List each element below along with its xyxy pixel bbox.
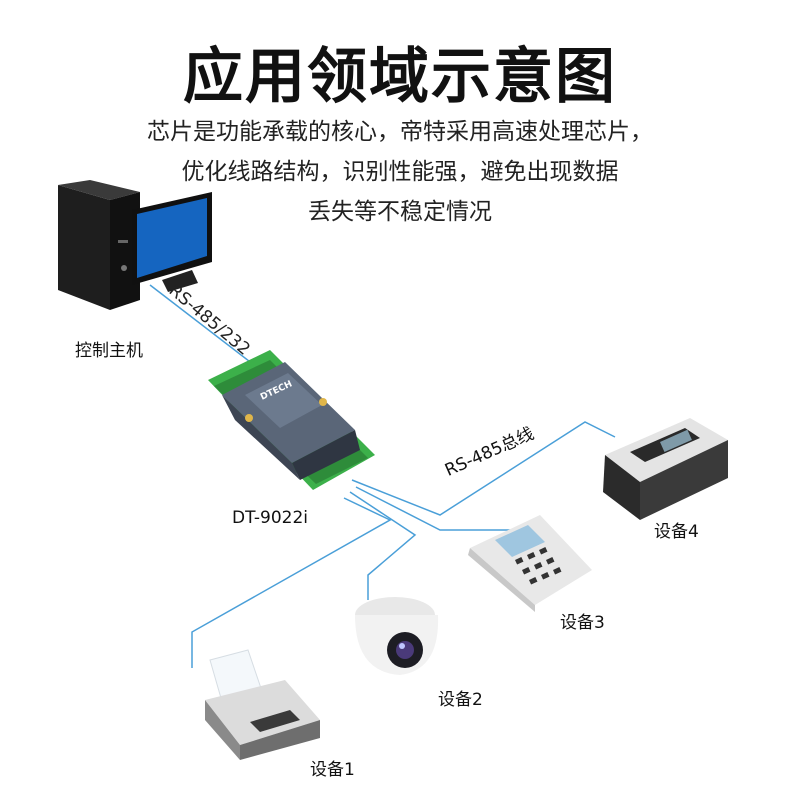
printer-icon [205,649,320,760]
host-label: 控制主机 [75,341,143,361]
host-link-line [149,284,259,369]
device1-label: 设备1 [310,760,355,780]
device4-label: 设备4 [654,522,699,542]
converter-device-icon: DTECH [208,350,375,490]
host-computer-icon [58,180,212,310]
bus-line-device3 [355,486,515,531]
page-title: 应用领域示意图 [183,42,617,112]
pos-terminal-icon [468,515,592,612]
link-label: RS-485/232 [165,281,254,360]
device2-label: 设备2 [438,690,483,710]
device3-label: 设备3 [560,613,605,633]
bus-line-device4 [351,421,616,516]
bus-line-device2 [349,491,417,600]
description-line-3: 丢失等不稳定情况 [308,199,492,225]
converter-label: DT-9022i [232,508,309,528]
description-line-2: 优化线路结构，识别性能强，避免出现数据 [181,159,619,185]
bus-line-device1 [191,497,392,668]
description-line-1: 芯片是功能承载的核心，帝特采用高速处理芯片， [147,119,653,145]
connection-lines [149,284,616,668]
fax-machine-icon [603,418,728,520]
dome-camera-icon [355,597,439,675]
